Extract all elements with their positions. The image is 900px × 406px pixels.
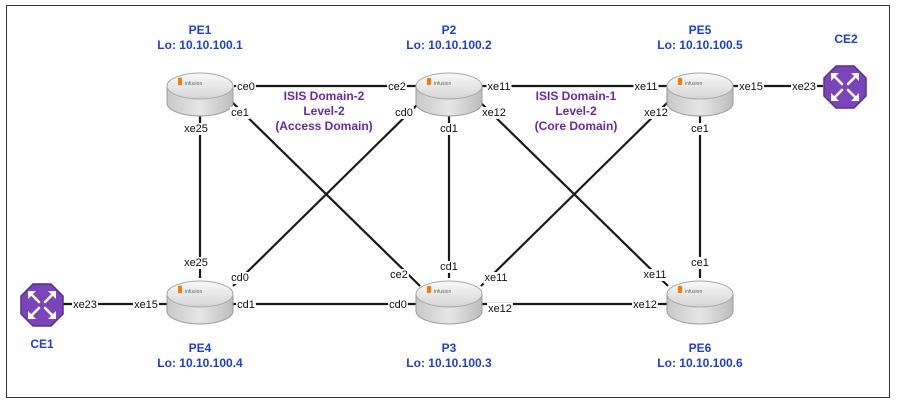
label-halo	[388, 299, 408, 311]
if-pe1-ce1: ce1	[231, 107, 249, 119]
if-ce1-xe23: xe23	[73, 299, 97, 311]
router-pe5[interactable]: infusion	[666, 72, 734, 117]
diagram-frame	[6, 5, 890, 398]
pe1-loopback: Lo: 10.10.100.1	[157, 38, 243, 52]
svg-text:infusion: infusion	[685, 289, 702, 295]
core-domain-line1: ISIS Domain-1	[536, 89, 617, 103]
if-p3-xe12: xe12	[488, 303, 512, 315]
label-halo	[483, 272, 509, 284]
if-pe6-ce1: ce1	[691, 257, 709, 269]
core-domain-line3: (Core Domain)	[535, 119, 618, 133]
pe4-name: PE4	[189, 341, 212, 355]
label-halo	[439, 123, 459, 135]
infusion-logo-icon: infusion	[427, 286, 451, 295]
if-p2-xe11: xe11	[487, 81, 510, 93]
access-domain-line1: ISIS Domain-2	[284, 89, 365, 103]
interface-labels: ce0 ce2 ce1 xe25 cd0 cd1 xe11 xe12 xe11 …	[72, 81, 817, 315]
label-halo	[439, 261, 459, 273]
if-pe5-ce1: ce1	[691, 123, 709, 135]
if-p3-cd0: cd0	[389, 299, 407, 311]
label-halo	[481, 107, 507, 119]
if-pe6-xe12: xe12	[633, 299, 657, 311]
label-halo	[632, 299, 658, 311]
if-pe4-cd0: cd0	[231, 272, 249, 284]
router-p3[interactable]: infusion	[415, 280, 483, 325]
p3-loopback: Lo: 10.10.100.3	[406, 356, 492, 370]
ce2-name: CE2	[834, 32, 858, 46]
svg-text:infusion: infusion	[185, 289, 202, 295]
label-halo	[72, 299, 98, 311]
router-pe6[interactable]: infusion	[666, 280, 734, 325]
if-pe5-xe12: xe12	[644, 107, 668, 119]
svg-text:infusion: infusion	[434, 81, 451, 87]
label-halo	[389, 269, 409, 281]
if-pe6-xe11: xe11	[643, 269, 666, 281]
if-p3-cd1: cd1	[440, 261, 458, 273]
ce2-router-icon[interactable]	[822, 64, 868, 110]
infusion-logo-icon: infusion	[178, 78, 202, 87]
router-pe1[interactable]: infusion	[166, 72, 234, 117]
access-domain-line3: (Access Domain)	[275, 119, 372, 133]
if-p2-cd0: cd0	[395, 107, 413, 119]
label-halo	[690, 123, 710, 135]
label-halo	[791, 81, 817, 93]
if-pe1-ce0: ce0	[237, 81, 255, 93]
label-halo	[387, 81, 407, 93]
label-halo	[486, 81, 512, 93]
if-p2-ce2: ce2	[388, 81, 406, 93]
pe6-loopback: Lo: 10.10.100.6	[657, 356, 743, 370]
link-pe5-p3	[480, 101, 669, 287]
if-pe4-xe15: xe15	[134, 299, 158, 311]
router-pe4[interactable]: infusion	[166, 280, 234, 325]
label-halo	[642, 269, 668, 281]
if-p2-cd1: cd1	[440, 123, 458, 135]
label-halo	[643, 107, 669, 119]
label-halo	[230, 107, 250, 119]
pe1-name: PE1	[189, 23, 212, 37]
label-halo	[183, 257, 209, 269]
svg-text:infusion: infusion	[185, 81, 202, 87]
pe6-name: PE6	[689, 341, 712, 355]
if-pe1-xe25: xe25	[184, 123, 208, 135]
pe5-name: PE5	[689, 23, 712, 37]
link-p2-pe4	[232, 101, 421, 287]
svg-text:infusion: infusion	[685, 81, 702, 87]
p2-name: P2	[442, 23, 457, 37]
ce1-name: CE1	[30, 337, 54, 351]
label-halo	[487, 303, 513, 315]
pe4-loopback: Lo: 10.10.100.4	[157, 356, 243, 370]
infusion-logo-icon: infusion	[678, 286, 702, 295]
access-domain-line2: Level-2	[303, 104, 345, 118]
label-halo	[230, 272, 250, 284]
label-halo	[236, 299, 256, 311]
label-halo	[133, 299, 159, 311]
infusion-logo-icon: infusion	[427, 78, 451, 87]
svg-text:infusion: infusion	[434, 289, 451, 295]
infusion-logo-icon: infusion	[178, 286, 202, 295]
router-p2[interactable]: infusion	[415, 72, 483, 117]
label-halo	[690, 257, 710, 269]
label-halo	[633, 81, 659, 93]
if-pe5-xe11: xe11	[634, 81, 657, 93]
p3-name: P3	[442, 341, 457, 355]
if-pe5-xe15: xe15	[739, 81, 763, 93]
if-p3-ce2: ce2	[390, 269, 408, 281]
if-ce2-xe23: xe23	[792, 81, 816, 93]
if-pe4-xe25: xe25	[184, 257, 208, 269]
if-p3-xe11: xe11	[484, 272, 507, 284]
core-domain-line2: Level-2	[555, 104, 597, 118]
label-halo	[236, 81, 256, 93]
label-halo	[738, 81, 764, 93]
if-p2-xe12: xe12	[482, 107, 506, 119]
infusion-logo-icon: infusion	[678, 78, 702, 87]
label-halo	[183, 123, 209, 135]
pe5-loopback: Lo: 10.10.100.5	[657, 38, 743, 52]
ce1-router-icon[interactable]	[19, 282, 65, 328]
if-pe4-cd1: cd1	[237, 299, 255, 311]
p2-loopback: Lo: 10.10.100.2	[406, 38, 492, 52]
label-halo	[394, 107, 414, 119]
